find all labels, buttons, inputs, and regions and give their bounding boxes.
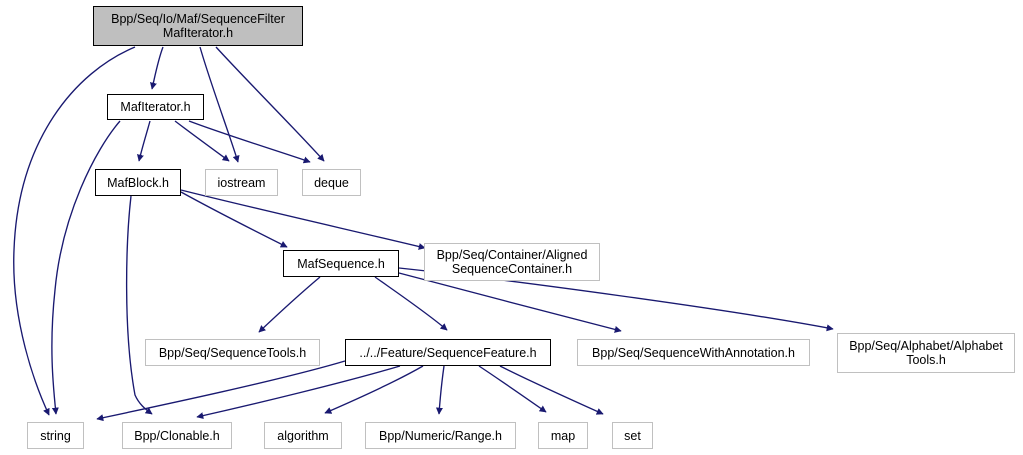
node-sequencefeature[interactable]: ../../Feature/SequenceFeature.h [345,339,551,366]
edge-mafiterator-to-mafblock [137,120,151,162]
node-label: Bpp/Numeric/Range.h [379,428,502,443]
edge-sequencefeature-to-string [96,360,346,422]
node-root[interactable]: Bpp/Seq/Io/Maf/SequenceFilter MafIterato… [93,6,303,46]
node-iostream[interactable]: iostream [205,169,278,196]
edge-mafsequence-to-sequencefeature [374,276,448,331]
edge-sequencefeature-to-set [499,365,604,415]
node-mafsequence[interactable]: MafSequence.h [283,250,399,277]
edge-mafiterator-to-iostream [174,120,230,162]
edge-mafblock-to-mafsequence [180,191,288,248]
node-label: Bpp/Seq/Io/Maf/SequenceFilter MafIterato… [111,12,285,40]
edge-sequencefeature-to-algorithm [324,365,424,414]
node-mafiterator[interactable]: MafIterator.h [107,94,204,120]
node-label: string [40,428,71,443]
node-label: iostream [217,175,266,190]
node-label: deque [314,175,349,190]
edge-mafiterator-to-deque [188,120,311,164]
edge-mafblock-to-clonable [125,195,153,415]
node-alphabettools[interactable]: Bpp/Seq/Alphabet/Alphabet Tools.h [837,333,1015,373]
edge-mafsequence-to-sequencewithannotation [398,272,622,333]
node-label: MafSequence.h [297,256,385,271]
node-sequencetools[interactable]: Bpp/Seq/SequenceTools.h [145,339,320,366]
node-mafblock[interactable]: MafBlock.h [95,169,181,196]
node-range[interactable]: Bpp/Numeric/Range.h [365,422,516,449]
node-label: set [624,428,641,443]
edge-root-to-deque [215,46,325,162]
node-sequencewithannotation[interactable]: Bpp/Seq/SequenceWithAnnotation.h [577,339,810,366]
node-label: ../../Feature/SequenceFeature.h [359,345,537,360]
node-label: Bpp/Clonable.h [134,428,220,443]
node-algorithm[interactable]: algorithm [264,422,342,449]
node-label: Bpp/Seq/SequenceTools.h [158,345,307,360]
edge-mafsequence-to-sequencetools [258,276,321,333]
edge-root-to-mafiterator [150,46,164,90]
edge-sequencefeature-to-map [478,365,547,413]
node-label: Bpp/Seq/SequenceWithAnnotation.h [592,345,795,360]
node-label: MafIterator.h [120,100,191,114]
edge-root-to-iostream [199,46,240,163]
node-label: Bpp/Seq/Alphabet/Alphabet Tools.h [849,339,1003,367]
node-alignedcontainer[interactable]: Bpp/Seq/Container/Aligned SequenceContai… [424,243,600,281]
node-label: MafBlock.h [107,175,169,190]
node-label: algorithm [277,428,329,443]
edge-mafiterator-to-string [51,120,121,415]
edge-mafblock-to-alignedcontainer [180,189,426,250]
node-string[interactable]: string [27,422,84,449]
edge-sequencefeature-to-clonable [196,365,401,420]
node-set[interactable]: set [612,422,653,449]
node-clonable[interactable]: Bpp/Clonable.h [122,422,232,449]
node-deque[interactable]: deque [302,169,361,196]
edge-sequencefeature-to-range [435,365,445,415]
node-map[interactable]: map [538,422,588,449]
node-label: map [550,428,576,443]
node-label: Bpp/Seq/Container/Aligned SequenceContai… [436,248,588,276]
